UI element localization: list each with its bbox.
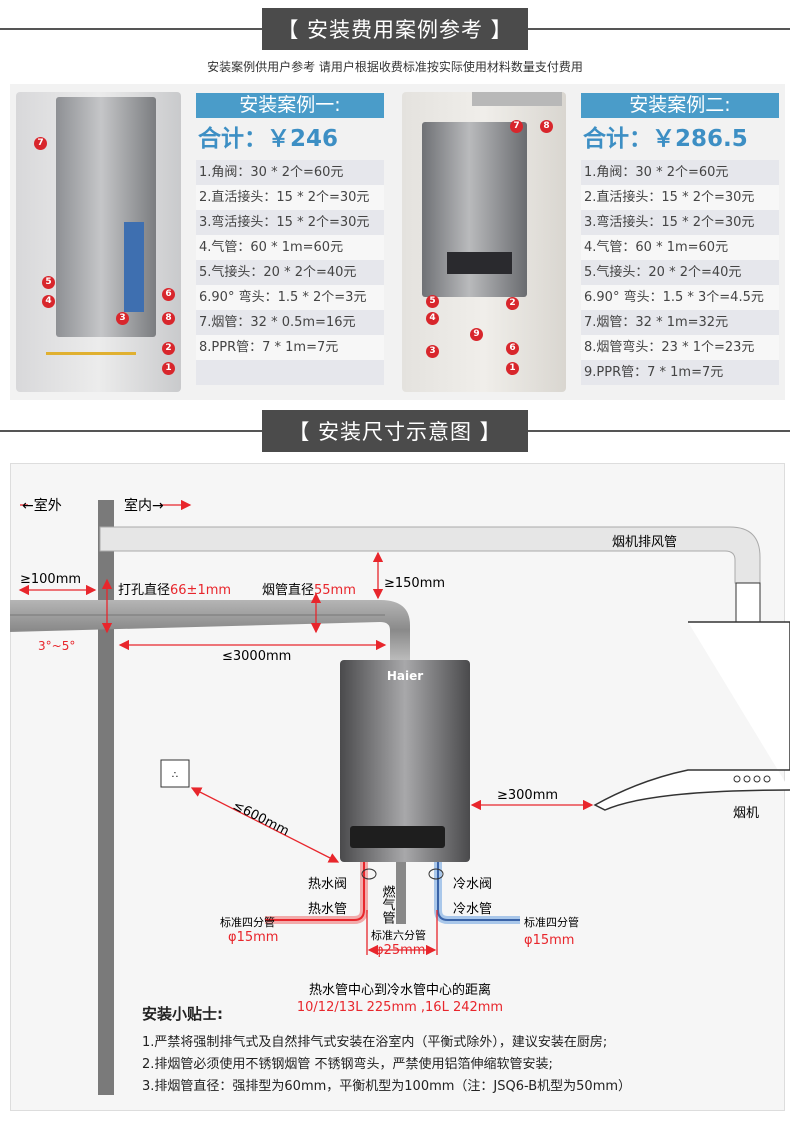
marker: 9 — [470, 328, 483, 341]
case2-title: 安装案例二: — [581, 93, 779, 118]
case1-photo: 7 5 4 3 6 8 2 1 — [16, 92, 181, 392]
marker: 1 — [506, 362, 519, 375]
hood-distance-label: ≥300mm — [497, 788, 558, 803]
socket-icon — [160, 759, 190, 788]
std6-label: 标准六分管 — [371, 928, 426, 942]
wall-gap-label: ≥100mm — [20, 572, 81, 587]
svg-text:打孔直径66±1mm: 打孔直径66±1mm — [118, 583, 231, 598]
exhaust-pipe-label: 烟机排风管 — [612, 535, 677, 550]
marker: 8 — [162, 312, 175, 325]
marker: 2 — [162, 342, 175, 355]
svg-text:∴: ∴ — [172, 770, 178, 781]
hot-valve-label: 热水阀 — [308, 877, 347, 892]
slope-label: 3°~5° — [38, 639, 75, 653]
case2-table: 安装案例二: 合计：￥286.5 1.角阀：30 * 2个=60元 2.直活接头… — [581, 93, 779, 385]
list-item: 6.90° 弯头：1.5 * 3个=4.5元 — [581, 285, 779, 310]
marker: 7 — [510, 120, 523, 133]
marker: 7 — [34, 137, 47, 150]
phi15-right-label: φ15mm — [524, 933, 574, 948]
hole-label: 打孔直径 — [118, 583, 170, 598]
marker: 2 — [506, 297, 519, 310]
marker: 3 — [426, 345, 439, 358]
range-hood — [593, 621, 790, 811]
brand-logo: Haier — [387, 669, 423, 683]
water-heater — [340, 660, 470, 862]
marker: 4 — [42, 295, 55, 308]
top-gap-label: ≥150mm — [384, 576, 445, 591]
case1-table: 安装案例一: 合计：￥246 1.角阀：30 * 2个=60元 2.直活接头：1… — [196, 93, 384, 385]
phi15-left-label: φ15mm — [228, 930, 278, 945]
list-item: 7.烟管：32 * 0.5m=16元 — [196, 310, 384, 335]
case1-total: 合计：￥246 — [198, 126, 339, 152]
list-item: 4.气管：60 * 1m=60元 — [581, 235, 779, 260]
tips-title: 安装小贴士: — [142, 1005, 223, 1023]
hot-pipe-label: 热水管 — [308, 902, 347, 917]
list-item: 5.气接头：20 * 2个=40元 — [196, 260, 384, 285]
tip-line: 1.严禁将强制排气式及自然排气式安装在浴室内（平衡式除外），建议安装在厨房; — [142, 1035, 608, 1050]
list-item: 6.90° 弯头：1.5 * 2个=3元 — [196, 285, 384, 310]
marker: 4 — [426, 312, 439, 325]
list-item: 4.气管：60 * 1m=60元 — [196, 235, 384, 260]
list-item: 5.气接头：20 * 2个=40元 — [581, 260, 779, 285]
outdoor-label: ←室外 — [22, 497, 62, 514]
flue-label: 烟管直径 — [262, 583, 314, 598]
svg-text:烟管直径55mm: 烟管直径55mm — [262, 583, 356, 598]
socket-distance-label: ≤600mm — [230, 798, 291, 839]
list-item: 2.直活接头：15 * 2个=30元 — [196, 185, 384, 210]
gas-pipe-label: 燃气管 — [380, 884, 396, 925]
hole-value: 66±1mm — [170, 583, 231, 598]
list-item: 9.PPR管：7 * 1m=7元 — [581, 360, 779, 385]
list-item: 1.角阀：30 * 2个=60元 — [581, 160, 779, 185]
marker: 3 — [116, 312, 129, 325]
center-distance-label: 热水管中心到冷水管中心的距离 — [309, 982, 491, 998]
hood-label: 烟机 — [733, 806, 759, 821]
list-item: 8.烟管弯头：23 * 1个=23元 — [581, 335, 779, 360]
center-distance-values: 10/12/13L 225mm ,16L 242mm — [297, 1000, 503, 1015]
list-item: 3.弯活接头：15 * 2个=30元 — [196, 210, 384, 235]
case2-photo: 7 8 5 4 2 9 3 6 1 — [402, 92, 566, 392]
tip-line: 2.排烟管必须使用不锈钢烟管 不锈钢弯头，严禁使用铝箔伸缩软管安装; — [142, 1057, 553, 1072]
wall — [98, 500, 114, 1095]
list-item: 8.PPR管：7 * 1m=7元 — [196, 335, 384, 360]
list-item: 7.烟管：32 * 1m=32元 — [581, 310, 779, 335]
section-subtitle: 安装案例供用户参考 请用户根据收费标准按实际使用材料数量支付费用 — [207, 60, 583, 74]
marker: 6 — [506, 342, 519, 355]
marker: 1 — [162, 362, 175, 375]
case1-title: 安装案例一: — [196, 93, 384, 118]
hood-exhaust-duct — [99, 526, 761, 584]
marker: 8 — [540, 120, 553, 133]
flue-value: 55mm — [314, 583, 356, 598]
tip-line: 3.排烟管直径：强排型为60mm，平衡机型为100mm（注：JSQ6-B机型为5… — [142, 1079, 632, 1094]
list-item — [196, 360, 384, 385]
max-length-label: ≤3000mm — [222, 649, 291, 664]
list-item: 1.角阀：30 * 2个=60元 — [196, 160, 384, 185]
std4-right-label: 标准四分管 — [524, 915, 579, 929]
section-title-dimensions: 【 安装尺寸示意图 】 — [262, 410, 528, 452]
list-item: 2.直活接头：15 * 2个=30元 — [581, 185, 779, 210]
marker: 5 — [426, 295, 439, 308]
install-tips: 安装小贴士: 1.严禁将强制排气式及自然排气式安装在浴室内（平衡式除外），建议安… — [142, 1003, 631, 1098]
phi25-label: φ25mm — [375, 943, 425, 958]
list-item: 3.弯活接头：15 * 2个=30元 — [581, 210, 779, 235]
marker: 6 — [162, 288, 175, 301]
cold-valve-label: 冷水阀 — [453, 877, 492, 892]
case2-total: 合计：￥286.5 — [583, 126, 748, 152]
cold-pipe-label: 冷水管 — [453, 902, 492, 917]
section-title-cost: 【 安装费用案例参考 】 — [262, 8, 528, 50]
indoor-label: 室内→ — [124, 497, 164, 514]
marker: 5 — [42, 276, 55, 289]
std4-left-label: 标准四分管 — [220, 915, 275, 929]
